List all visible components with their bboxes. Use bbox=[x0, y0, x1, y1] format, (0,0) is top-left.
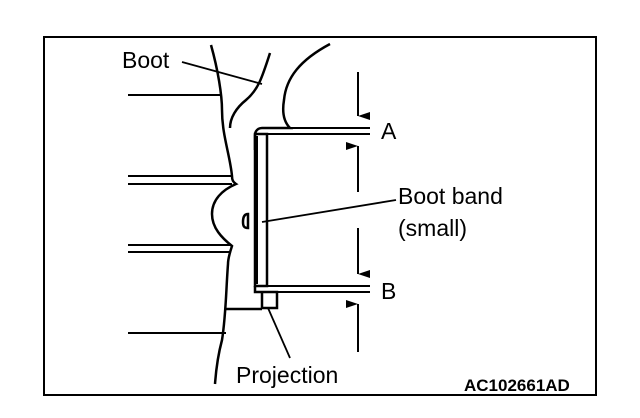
dimension-a-label: A bbox=[381, 118, 397, 144]
boot-leader bbox=[181, 61, 263, 85]
leader-lines bbox=[181, 61, 397, 359]
boot-band-sub-label: (small) bbox=[398, 215, 467, 241]
boot-band bbox=[241, 132, 269, 288]
shaft bbox=[128, 94, 232, 334]
dimension-b bbox=[268, 228, 370, 352]
boot-band-label: Boot band bbox=[398, 183, 503, 209]
projection-leader bbox=[267, 307, 291, 359]
figure-frame bbox=[43, 36, 597, 396]
dimension-a bbox=[268, 72, 370, 192]
figure-code: AC102661AD bbox=[464, 376, 570, 395]
boot-lip bbox=[253, 42, 331, 150]
boot-inner-contour bbox=[228, 52, 272, 129]
dimension-b-label: B bbox=[381, 278, 396, 304]
boot-label: Boot bbox=[122, 47, 170, 73]
projection-label: Projection bbox=[236, 362, 338, 388]
boot-band-leader bbox=[261, 199, 397, 223]
projection bbox=[226, 286, 279, 311]
boot-outer-contour bbox=[209, 44, 239, 385]
